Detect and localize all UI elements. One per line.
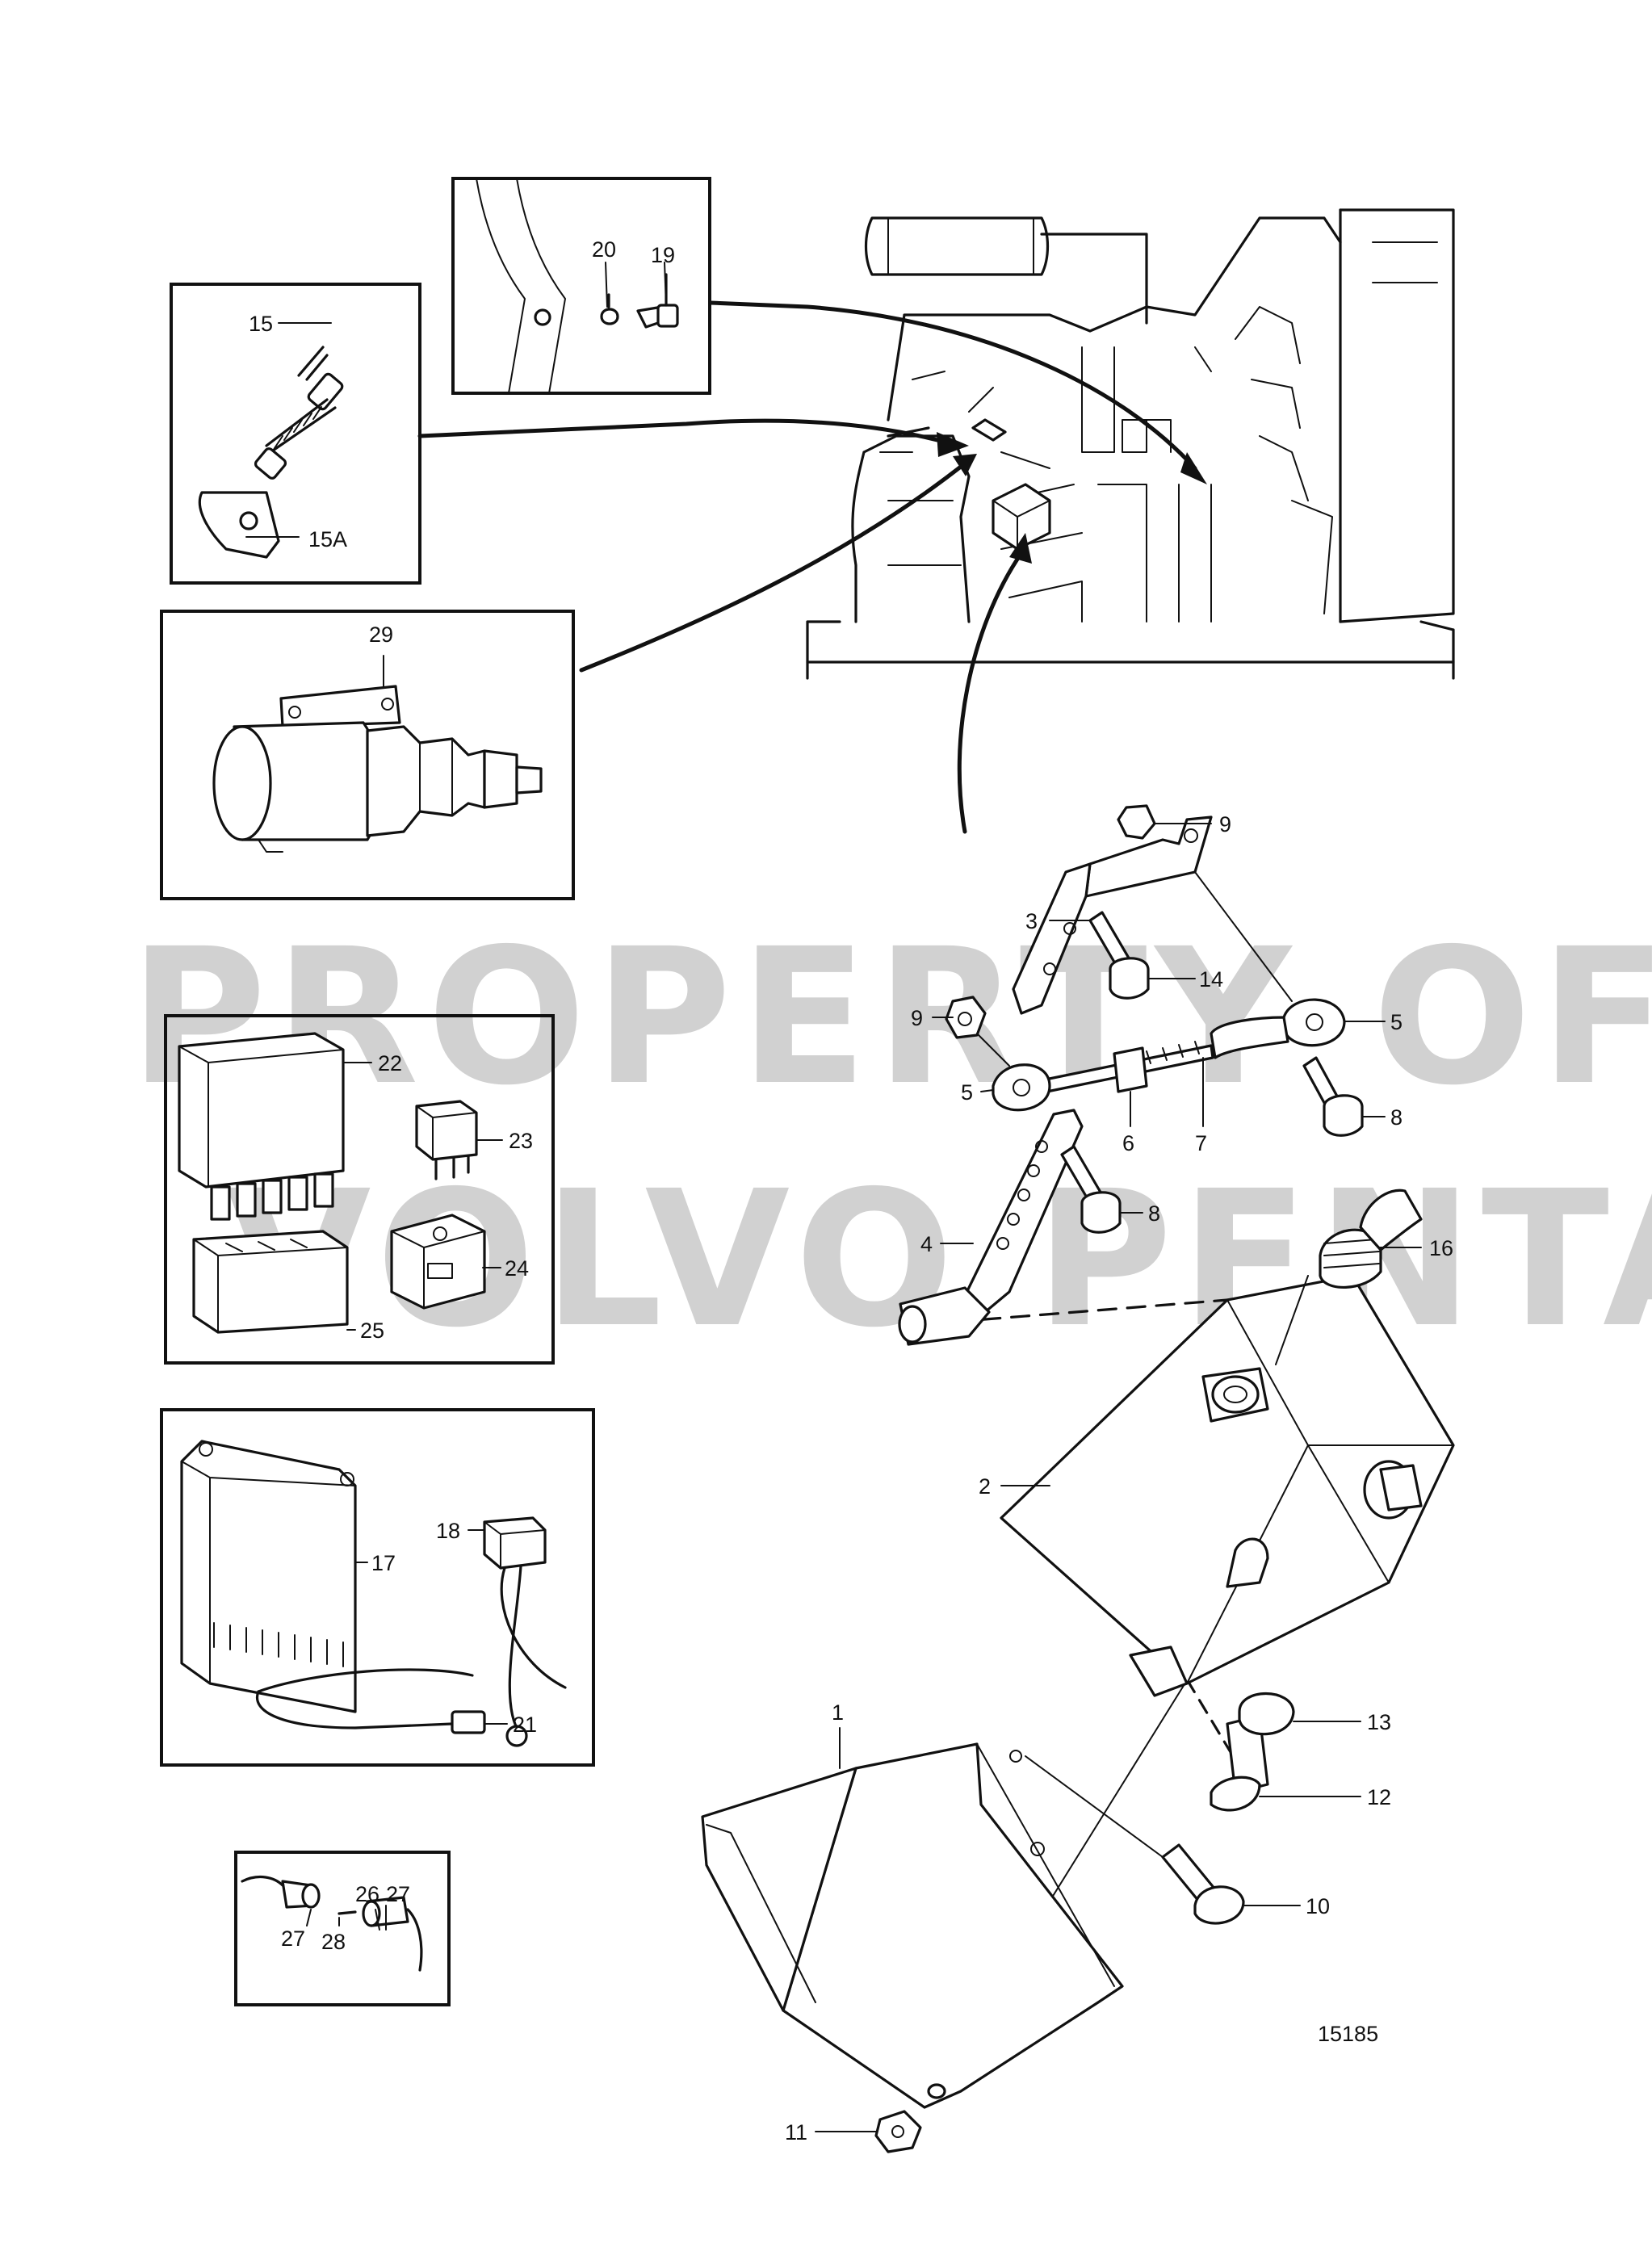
box-relays-22-25 [164,1014,555,1365]
callout-11: 11 [785,2120,807,2145]
detail-box-connectors [234,1851,451,2006]
box-cable-15 [170,283,421,585]
callout-27-left: 27 [281,1926,305,1951]
line-box29-engine [579,458,971,673]
arrow-head-3 [953,454,977,476]
box-solenoid-29 [160,610,575,900]
callout-1: 1 [832,1700,844,1725]
callout-leaders [245,262,1422,2132]
callout-29: 29 [369,623,393,647]
callout-12: 12 [1367,1785,1391,1809]
callout-2: 2 [979,1474,991,1499]
drawing-number: 15185 [1318,2022,1378,2046]
arrow-head-4 [1009,533,1032,564]
callout-15A: 15A [308,527,347,551]
callout-24: 24 [505,1256,529,1281]
arrow-head-1 [1180,452,1207,484]
detail-box-sensor [451,177,711,395]
callout-25: 25 [360,1319,384,1343]
callout-8-lower: 8 [1148,1201,1160,1226]
callout-10: 10 [1306,1894,1330,1918]
watermark: PROPERTY OF VOLVO PENTA [129,908,1652,1369]
callout-9-top: 9 [1219,812,1231,836]
callout-7: 7 [1195,1131,1207,1155]
callout-28: 28 [321,1930,346,1954]
detail-box-control-unit [160,1408,595,1767]
callout-5-right: 5 [1390,1010,1403,1034]
box-sensor-19-20 [451,177,711,395]
callout-6: 6 [1122,1131,1134,1155]
line-actuator-engine [957,551,1024,834]
line-box15-engine [417,418,955,447]
engine-illustration [806,208,1455,680]
detail-box-relays [164,1014,555,1365]
detail-box-cable [170,283,421,585]
callout-26: 26 [355,1882,379,1906]
callout-5-left: 5 [961,1080,973,1105]
bolt-13-washer-12 [1210,1692,1295,1812]
callout-18: 18 [436,1519,460,1543]
box-control-unit-17 [160,1408,595,1767]
callout-13: 13 [1367,1710,1391,1734]
callout-3: 3 [1025,909,1038,933]
callout-labels: 20 19 15 15A 29 22 23 24 25 17 18 21 26 … [249,237,1453,2145]
callout-4: 4 [920,1232,933,1256]
callout-27-right: 27 [386,1882,410,1906]
callout-23: 23 [509,1129,533,1153]
box-connectors-26-28 [234,1851,451,2006]
dashed-link-1 [923,1298,1229,1326]
callout-19: 19 [651,243,675,267]
callout-17: 17 [371,1551,396,1575]
plate-main [782,1742,1124,2109]
callout-22: 22 [378,1051,402,1075]
linkage-assembly [898,804,1364,1346]
line-box19-engine [708,300,1197,471]
detail-box-solenoid [160,610,575,900]
callout-16: 16 [1429,1236,1453,1260]
leader-lines [417,300,1261,2084]
arrow-head-2 [937,432,969,457]
actuator-box [1000,1189,1455,1697]
callout-9-left: 9 [911,1006,923,1030]
callout-20: 20 [592,237,616,262]
dashed-link-2 [1185,1678,1261,1802]
bracket-plate [701,1742,1245,2153]
callout-15: 15 [249,312,273,336]
callout-21: 21 [513,1713,537,1737]
callout-14: 14 [1199,967,1223,992]
callout-8-right: 8 [1390,1105,1403,1130]
